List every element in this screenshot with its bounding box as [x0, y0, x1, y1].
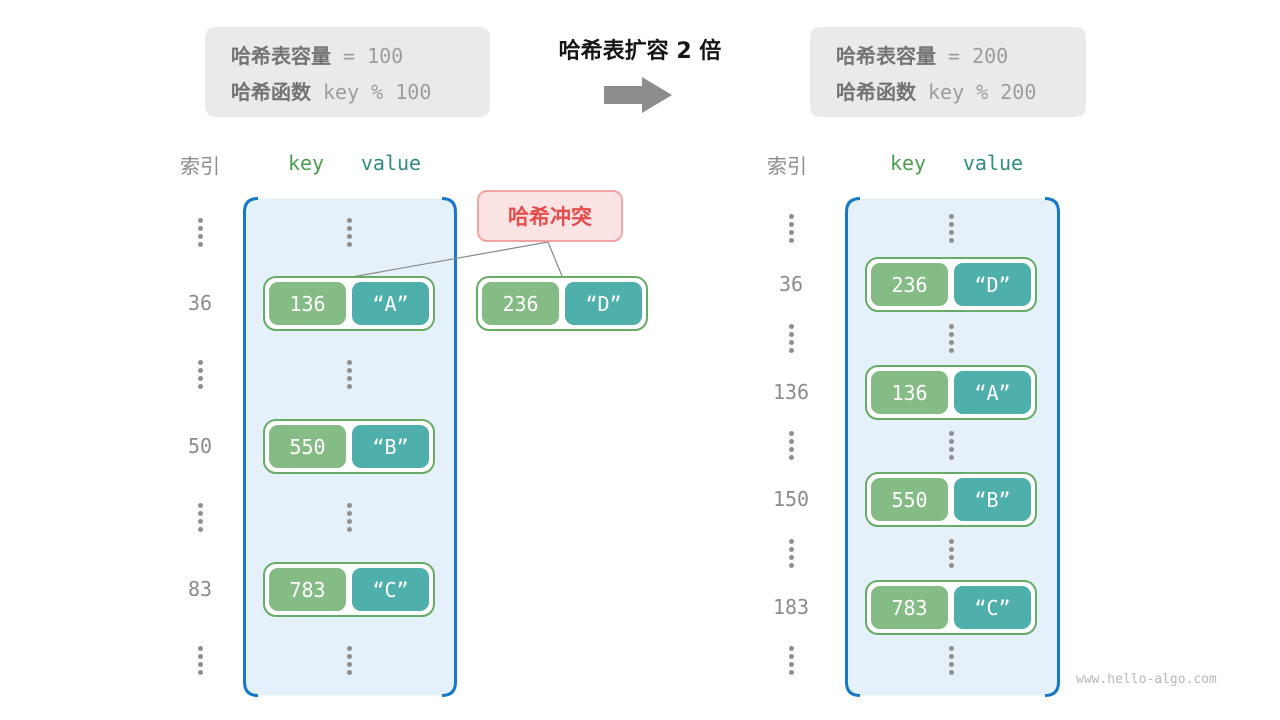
- index-ellipsis: [197, 360, 203, 389]
- index-ellipsis: [197, 646, 203, 675]
- entry-pill-550: 550 “B”: [263, 419, 435, 474]
- expand-title: 哈希表扩容 2 倍: [558, 39, 722, 64]
- capacity-label: 哈希表容量: [836, 43, 936, 68]
- value-cell: “D”: [565, 282, 642, 325]
- value-cell: “A”: [352, 282, 429, 325]
- key-cell: 783: [871, 586, 948, 629]
- entry-pill-550: 550 “B”: [865, 472, 1037, 527]
- index-label: 83: [187, 577, 213, 601]
- hash-fn-line: 哈希函数 key % 100: [231, 76, 490, 105]
- key-cell: 783: [269, 568, 346, 611]
- capacity-line: 哈希表容量 = 200: [836, 40, 1086, 69]
- capacity-line: 哈希表容量 = 100: [231, 40, 490, 69]
- capacity-value: = 100: [343, 43, 404, 68]
- index-label: 50: [187, 434, 213, 458]
- entry-pill-136: 136 “A”: [865, 365, 1037, 420]
- left-key-header: key: [287, 151, 325, 175]
- key-cell: 136: [871, 371, 948, 414]
- entry-pill-783: 783 “C”: [865, 580, 1037, 635]
- left-index-header: 索引: [180, 154, 220, 178]
- value-cell: “A”: [954, 371, 1031, 414]
- index-ellipsis: [788, 431, 794, 460]
- index-ellipsis: [788, 214, 794, 243]
- hash-fn-label: 哈希函数: [231, 79, 311, 104]
- index-label: 150: [772, 487, 810, 511]
- left-capacity-box: 哈希表容量 = 100 哈希函数 key % 100: [205, 27, 490, 117]
- right-index-header: 索引: [767, 154, 807, 178]
- index-ellipsis: [197, 503, 203, 532]
- value-cell: “D”: [954, 263, 1031, 306]
- bucket-ellipsis: [346, 503, 352, 532]
- watermark: www.hello-algo.com: [1076, 672, 1217, 687]
- index-label: 136: [772, 380, 810, 404]
- entry-pill-783: 783 “C”: [263, 562, 435, 617]
- bucket-ellipsis: [948, 214, 954, 243]
- capacity-value: = 200: [948, 43, 1009, 68]
- key-cell: 136: [269, 282, 346, 325]
- bucket-ellipsis: [346, 646, 352, 675]
- hash-fn-value: key % 100: [323, 79, 432, 104]
- key-cell: 550: [871, 478, 948, 521]
- bucket-ellipsis: [948, 539, 954, 568]
- entry-pill-236: 236 “D”: [476, 276, 648, 331]
- value-cell: “C”: [954, 586, 1031, 629]
- index-label: 36: [778, 272, 804, 296]
- index-ellipsis: [197, 218, 203, 247]
- value-cell: “C”: [352, 568, 429, 611]
- capacity-label: 哈希表容量: [231, 43, 331, 68]
- right-value-header: value: [962, 151, 1024, 175]
- bucket-ellipsis: [948, 646, 954, 675]
- bucket-ellipsis: [948, 324, 954, 353]
- bucket-ellipsis: [948, 431, 954, 460]
- key-cell: 236: [871, 263, 948, 306]
- key-cell: 236: [482, 282, 559, 325]
- value-cell: “B”: [352, 425, 429, 468]
- entry-pill-236: 236 “D”: [865, 257, 1037, 312]
- value-cell: “B”: [954, 478, 1031, 521]
- index-label: 183: [772, 595, 810, 619]
- index-ellipsis: [788, 324, 794, 353]
- left-value-header: value: [360, 151, 422, 175]
- hash-fn-label: 哈希函数: [836, 79, 916, 104]
- index-ellipsis: [788, 646, 794, 675]
- index-label: 36: [187, 291, 213, 315]
- hash-collision-callout: 哈希冲突: [477, 190, 623, 242]
- right-key-header: key: [889, 151, 927, 175]
- right-capacity-box: 哈希表容量 = 200 哈希函数 key % 200: [810, 27, 1086, 117]
- entry-pill-136: 136 “A”: [263, 276, 435, 331]
- hash-fn-line: 哈希函数 key % 200: [836, 76, 1086, 105]
- key-cell: 550: [269, 425, 346, 468]
- hash-fn-value: key % 200: [928, 79, 1037, 104]
- right-arrow-icon: [604, 77, 672, 113]
- bucket-ellipsis: [346, 360, 352, 389]
- index-ellipsis: [788, 539, 794, 568]
- bucket-ellipsis: [346, 218, 352, 247]
